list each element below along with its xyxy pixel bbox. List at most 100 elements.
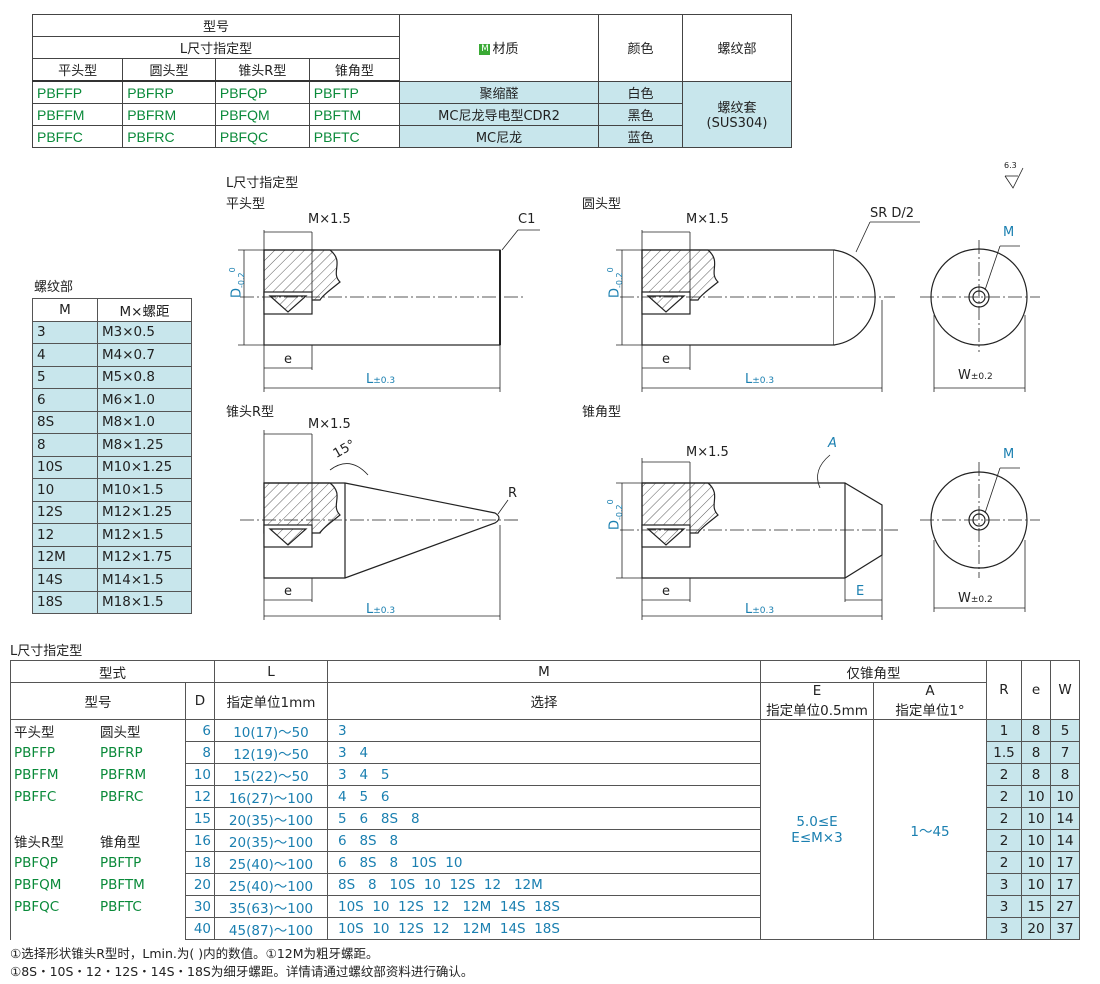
l-label: L±0.3: [366, 602, 396, 617]
d-cell: 30: [185, 895, 215, 918]
w-cell: 14: [1050, 807, 1080, 830]
l-cell: 16(27)～100: [214, 785, 328, 808]
m-dim-label: M×1.5: [308, 417, 351, 432]
m-cell: 10S 10 12S 12 12M 14S 18S: [327, 917, 761, 940]
header-l: L: [214, 660, 328, 683]
model-code: PBFTM: [308, 103, 401, 126]
m-cell: 3 4: [327, 741, 761, 764]
m-dim-label: M×1.5: [686, 212, 729, 227]
header-model: 型号: [10, 682, 186, 720]
d-dim-label: D-0.20: [606, 499, 624, 530]
e-label: e: [284, 352, 292, 367]
model-cell: PBFRP: [97, 741, 186, 764]
round-head-title: 圆头型: [582, 197, 622, 212]
material-tag-icon: M: [479, 44, 491, 56]
roughness-icon: [1004, 167, 1024, 189]
model-cell: 平头型: [10, 719, 97, 742]
cone-head-title: 锥角型: [582, 405, 622, 420]
w-cell: 7: [1050, 741, 1080, 764]
d-cell: 15: [185, 807, 215, 830]
model-code: PBFRM: [122, 103, 216, 126]
d-dim-label: D-0.20: [606, 267, 624, 298]
drawing-section-title: L尺寸指定型: [226, 176, 299, 191]
d-cell: 8: [185, 741, 215, 764]
model-cell: PBFQM: [10, 873, 97, 896]
w-cell: 5: [1050, 719, 1080, 742]
w-label: W±0.2: [958, 591, 993, 606]
header-l-sub: 指定单位1mm: [214, 682, 328, 720]
r-cell: 2: [986, 807, 1022, 830]
model-code: PBFTP: [308, 80, 401, 104]
header-ltype: L尺寸指定型: [32, 36, 400, 59]
header-m-sub: 选择: [327, 682, 761, 720]
srd-label: SR D/2: [870, 206, 915, 221]
e-label: e: [284, 584, 292, 599]
color-cell: 蓝色: [598, 125, 683, 148]
w-label: W±0.2: [958, 368, 993, 383]
m-cell: 10S 10 12S 12 12M 14S 18S: [327, 895, 761, 918]
l-cell: 12(19)～50: [214, 741, 328, 764]
thread-m: 8S: [32, 410, 98, 434]
l-cell: 20(35)～100: [214, 829, 328, 852]
m-dim-label: M×1.5: [308, 212, 351, 227]
thread-m: 3: [32, 320, 98, 344]
table-row: PBFFM PBFRM PBFQM PBFTM MC尼龙导电型CDR2 黑色: [31, 103, 792, 126]
r-label: R: [508, 486, 518, 501]
e-cell: 10: [1021, 851, 1051, 874]
model-code: PBFFC: [31, 125, 124, 148]
l-cell: 35(63)～100: [214, 895, 328, 918]
model-cell: 圆头型: [97, 719, 186, 742]
d-cell: 40: [185, 917, 215, 940]
thread-m: 14S: [32, 568, 98, 592]
model-code: PBFQM: [214, 103, 310, 126]
w-cell: 10: [1050, 785, 1080, 808]
d-cell: 18: [185, 851, 215, 874]
thread-pitch: M3×0.5: [97, 320, 192, 344]
thread-pitch: M6×1.0: [97, 388, 192, 412]
r-cell: 3: [986, 873, 1022, 896]
model-cell: [10, 917, 97, 940]
w-cell: 37: [1050, 917, 1080, 940]
c1-label: C1: [518, 212, 536, 227]
r-cell: 3: [986, 895, 1022, 918]
thread-pitch: M8×1.0: [97, 410, 192, 434]
e-cell: 10: [1021, 873, 1051, 896]
d-cell: 6: [185, 719, 215, 742]
header-shape: 平头型: [31, 58, 124, 82]
thread-m: 5: [32, 365, 98, 389]
m-label: M: [1003, 447, 1015, 462]
d-dim-label: D-0.20: [228, 267, 246, 298]
model-cell: PBFTP: [97, 851, 186, 874]
thread-pitch: M12×1.5: [97, 523, 192, 547]
w-cell: 14: [1050, 829, 1080, 852]
table-row: PBFFC PBFRC PBFQC PBFTC MC尼龙 蓝色: [31, 125, 792, 148]
thread-pitch: M8×1.25: [97, 433, 192, 457]
roughness-value: 6.3: [1004, 161, 1017, 170]
model-cell: PBFRM: [97, 763, 186, 786]
header-thread: 螺纹部: [682, 14, 792, 82]
thread-m: 4: [32, 343, 98, 367]
header-e2: e: [1021, 660, 1051, 720]
model-cell: [97, 917, 186, 940]
model-code: PBFQP: [214, 80, 310, 104]
model-code: PBFRP: [122, 80, 216, 104]
r-cell: 2: [986, 851, 1022, 874]
header-type: 型式: [10, 660, 215, 683]
d-cell: 10: [185, 763, 215, 786]
